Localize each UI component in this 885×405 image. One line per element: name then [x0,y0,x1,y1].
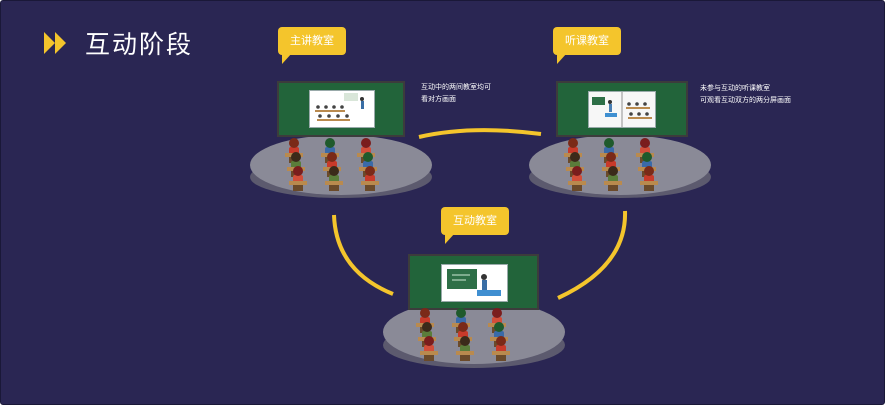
interactive-classroom-board [408,254,539,310]
listen-board-split-screen [588,91,656,128]
student-figure [456,336,474,361]
interactive-classroom-label: 互动教室 [453,214,497,227]
student-figure [325,166,343,191]
main-classroom-label: 主讲教室 [290,34,334,47]
main-note-line-2: 看对方画面 [421,95,456,103]
bubble-main-classroom: 主讲教室 [278,27,346,55]
listen-note-line-1: 未参与互动的听课教室 [700,84,770,92]
student-figure [289,166,307,191]
title-bar: 互动阶段 [43,25,193,61]
student-figure [568,166,586,191]
student-figure [640,166,658,191]
teacher-scene-image [447,269,501,296]
bubble-interactive-classroom: 互动教室 [441,207,509,235]
bubble-interactive-tail [445,233,455,244]
student-figure [361,166,379,191]
main-note-line-1: 互动中的两间教室均可 [421,83,491,91]
bubble-listen-tail [557,53,567,64]
split-screen-image [589,92,655,127]
bubble-main-tail [282,53,292,64]
page-title: 互动阶段 [85,30,194,59]
main-classroom-board [277,81,405,137]
double-chevron-right-icon [44,32,66,54]
listen-classroom-board [556,81,688,137]
main-classroom-note: 互动中的两间教室均可 看对方画面 [421,81,491,105]
lecture-scene-image [315,93,364,121]
listen-classroom-note: 未参与互动的听课教室 可观看互动双方的两分屏画面 [700,82,791,106]
bubble-listen-classroom: 听课教室 [553,27,621,55]
interactive-board-screen [441,264,508,302]
student-figure [420,336,438,361]
student-figure [492,336,510,361]
main-board-screen [309,90,375,128]
student-figure [604,166,622,191]
listen-note-line-2: 可观看互动双方的两分屏画面 [700,96,791,104]
listen-classroom-label: 听课教室 [565,34,609,47]
